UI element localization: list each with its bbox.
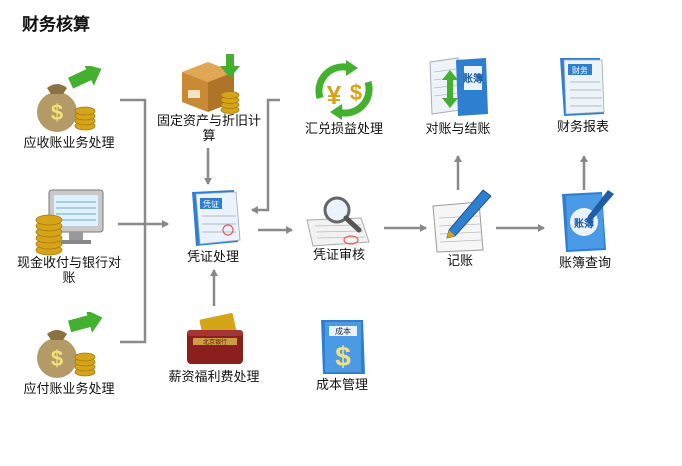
node-cost[interactable]: 成本 $ 成本管理 xyxy=(300,316,384,393)
node-voucher-audit[interactable]: 凭证审核 xyxy=(294,190,384,263)
cash-bank-label: 现金收付与银行对账 xyxy=(17,256,122,286)
posting-label: 记账 xyxy=(446,254,473,269)
bracket-line xyxy=(120,98,147,344)
reconcile-icon-text: 账簿 xyxy=(463,72,483,85)
report-icon-text: 财务 xyxy=(572,65,588,75)
node-posting[interactable]: 记账 xyxy=(422,188,498,269)
bank-icon-text: 北京银行 xyxy=(203,338,227,346)
voucher-book-icon: 凭证 xyxy=(192,190,241,246)
node-ledger-query[interactable]: 账簿 账簿查询 xyxy=(540,188,630,271)
report-book-icon: 财务 xyxy=(560,58,605,116)
ledger-book-icon: 账簿 xyxy=(562,190,614,252)
dollar-sign: $ xyxy=(350,80,362,105)
node-payable[interactable]: $ 应付账业务处理 xyxy=(14,312,124,397)
pen-ledger-icon xyxy=(432,189,492,253)
node-cash-bank[interactable]: 现金收付与银行对账 xyxy=(10,188,128,286)
fixed-assets-label: 固定资产与折旧计算 xyxy=(156,114,261,144)
svg-text:¥: ¥ xyxy=(327,80,342,110)
node-fixed-assets[interactable]: 固定资产与折旧计算 xyxy=(150,52,268,144)
payroll-label: 薪资福利费处理 xyxy=(168,370,260,385)
payable-label: 应付账业务处理 xyxy=(23,382,115,397)
svg-text:$: $ xyxy=(51,100,63,125)
box-coins-icon xyxy=(182,54,240,114)
exchange-label: 汇兑损益处理 xyxy=(304,122,383,137)
money-bag-icon: $ xyxy=(37,66,102,132)
bankbook-icon: 北京银行 xyxy=(187,313,243,364)
financial-report-label: 财务报表 xyxy=(556,120,609,135)
ledger-query-label: 账簿查询 xyxy=(558,256,611,271)
cost-book-icon: 成本 $ xyxy=(321,320,365,374)
money-bag-icon: $ xyxy=(37,312,103,378)
node-payroll[interactable]: 北京银行 薪资福利费处理 xyxy=(156,312,272,385)
page-title: 财务核算 xyxy=(22,15,90,35)
node-receivable[interactable]: $ 应收账业务处理 xyxy=(14,66,124,151)
svg-text:$: $ xyxy=(51,346,63,371)
cost-label: 成本管理 xyxy=(315,378,368,393)
arrow-exchange-to-voucher xyxy=(251,98,280,214)
voucher-audit-label: 凭证审核 xyxy=(312,248,365,263)
currency-exchange-icon: ¥ $ xyxy=(315,60,373,120)
node-exchange[interactable]: ¥ $ 汇兑损益处理 xyxy=(288,58,400,137)
node-reconcile[interactable]: 账簿 对账与结账 xyxy=(410,52,506,137)
receivable-label: 应收账业务处理 xyxy=(23,136,115,151)
node-financial-report[interactable]: 财务 财务报表 xyxy=(538,54,628,135)
voucher-label: 凭证处理 xyxy=(186,250,239,265)
reconcile-books-icon: 账簿 xyxy=(429,57,488,116)
node-voucher[interactable]: 凭证 凭证处理 xyxy=(168,186,258,265)
voucher-icon-text: 凭证 xyxy=(203,199,219,209)
reconcile-label: 对账与结账 xyxy=(425,122,491,137)
magnifier-document-icon xyxy=(306,196,370,247)
computer-coins-icon xyxy=(35,189,104,256)
cost-dollar-sign: $ xyxy=(335,341,351,372)
cost-icon-text: 成本 xyxy=(335,326,351,336)
